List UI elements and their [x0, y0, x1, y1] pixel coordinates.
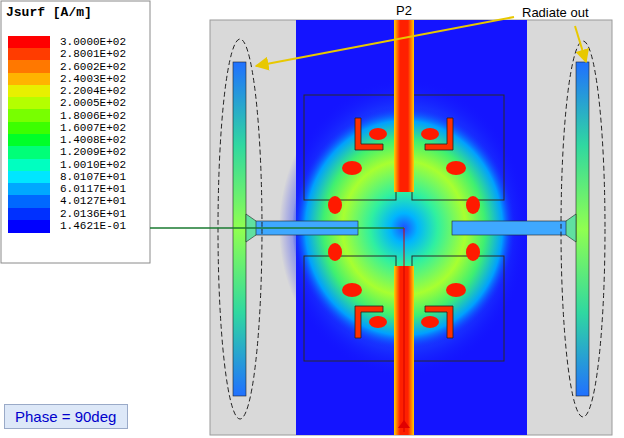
dipole-strip: [233, 62, 246, 396]
legend-value: 8.0107E+01: [60, 171, 126, 183]
legend-swatch: [8, 73, 50, 86]
legend-swatch: [8, 220, 50, 233]
dashed-ellipse: [218, 39, 262, 419]
legend-value: 1.4621E-01: [60, 220, 126, 232]
legend-value: 4.0127E+01: [60, 195, 126, 207]
legend-value: 1.0010E+02: [60, 159, 126, 171]
legend-value: 3.0000E+02: [60, 36, 126, 48]
probe-line: [150, 227, 404, 229]
legend-value: 1.4008E+02: [60, 134, 126, 146]
legend-swatch: [8, 60, 50, 73]
legend-swatch: [8, 134, 50, 147]
legend-swatch: [8, 171, 50, 184]
junction: [566, 214, 576, 242]
legend-value: 1.6007E+02: [60, 122, 126, 134]
leader-arrow: [575, 26, 586, 62]
legend-swatch: [8, 85, 50, 98]
feed-line: [394, 20, 414, 192]
port-marker: [398, 420, 410, 428]
callout-label: Radiate out: [522, 5, 589, 20]
legend-value: 2.8001E+02: [60, 48, 126, 60]
legend-swatch: [8, 208, 50, 221]
legend-panel: [1, 1, 150, 263]
legend-value: 2.2004E+02: [60, 85, 126, 97]
legend-value: 1.2009E+02: [60, 146, 126, 158]
legend-swatch: [8, 36, 50, 49]
dipole-strip: [576, 62, 589, 396]
legend-value: 2.4003E+02: [60, 73, 126, 85]
legend-swatch: [8, 159, 50, 172]
legend-value: 1.8006E+02: [60, 110, 126, 122]
legend-value: 2.6002E+02: [60, 61, 126, 73]
legend-swatch: [8, 122, 50, 135]
legend-swatch: [8, 48, 50, 61]
dashed-ellipse: [561, 41, 605, 417]
legend-swatch: [8, 183, 50, 196]
legend-title: Jsurf [A/m]: [6, 5, 92, 20]
legend-swatch: [8, 97, 50, 110]
legend-swatch: [8, 109, 50, 122]
phase-box: Phase = 90deg: [4, 404, 128, 429]
probe-line: [404, 228, 405, 432]
feed-arm: [452, 221, 576, 235]
legend-swatch: [8, 195, 50, 208]
legend-swatch: [8, 146, 50, 159]
phase-text: Phase = 90deg: [15, 408, 117, 425]
legend-value: 6.0117E+01: [60, 183, 126, 195]
leader-arrow: [256, 17, 514, 66]
legend-value: 2.0136E+01: [60, 208, 126, 220]
legend-value: 2.0005E+02: [60, 97, 126, 109]
port-label: P2: [396, 3, 412, 18]
